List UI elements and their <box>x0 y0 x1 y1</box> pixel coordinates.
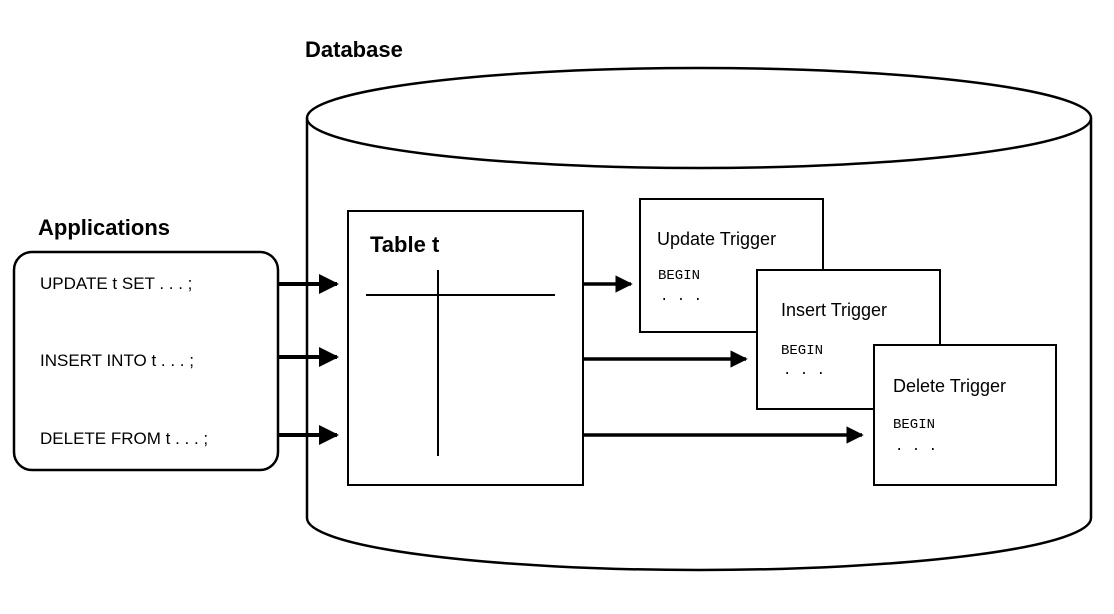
delete-trigger-frame <box>873 344 1057 486</box>
insert-statement: INSERT INTO t . . . ; <box>40 351 194 370</box>
delete-trigger-box: Delete Trigger BEGIN . . . <box>873 344 1057 486</box>
insert-trigger-ellipsis: . . . <box>783 363 825 379</box>
database-label: Database <box>305 37 403 62</box>
insert-trigger-title: Insert Trigger <box>781 300 887 320</box>
table-box <box>347 210 584 486</box>
update-trigger-ellipsis: . . . <box>660 289 702 305</box>
applications-box <box>12 250 280 472</box>
delete-trigger-ellipsis: . . . <box>895 439 937 455</box>
table-label: Table t <box>370 232 440 257</box>
update-statement: UPDATE t SET . . . ; <box>40 274 192 293</box>
database-cylinder-body <box>305 118 1093 572</box>
database-cylinder-top <box>305 66 1093 170</box>
update-trigger-title: Update Trigger <box>657 229 776 249</box>
delete-trigger-title: Delete Trigger <box>893 376 1006 396</box>
database-cylinder <box>305 66 1093 572</box>
insert-trigger-code: BEGIN <box>781 343 823 359</box>
update-trigger-code: BEGIN <box>658 268 700 284</box>
applications-label: Applications <box>38 215 170 240</box>
delete-statement: DELETE FROM t . . . ; <box>40 429 208 448</box>
delete-trigger-code: BEGIN <box>893 417 935 433</box>
